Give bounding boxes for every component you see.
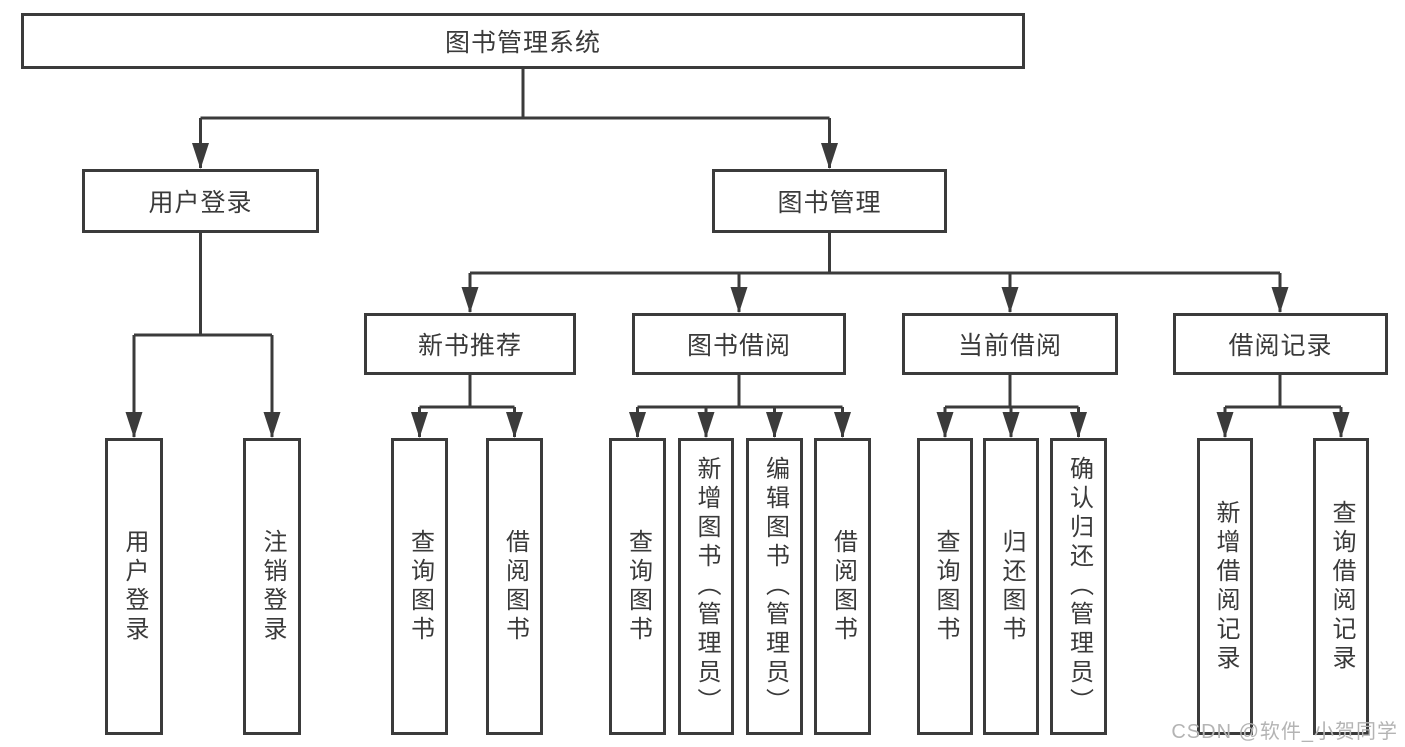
node-current-borrow-label: 当前借阅 [957, 332, 1062, 360]
node-current-query-books: 查询图书 [917, 438, 973, 735]
node-borrow-query-books-label: 查询图书 [624, 528, 652, 645]
node-current-borrow: 当前借阅 [902, 313, 1118, 375]
node-borrow-query-books: 查询图书 [609, 438, 666, 735]
connector-current-borrow-trunk [945, 375, 1079, 409]
node-recommend-borrow-books: 借阅图书 [486, 438, 543, 735]
connector-new-book-recommend-trunk [419, 375, 515, 409]
node-user-login-label: 用户登录 [148, 189, 253, 217]
node-logout-action: 注销登录 [243, 438, 301, 735]
node-root: 图书管理系统 [21, 13, 1025, 69]
node-recommend-query-books-label: 查询图书 [406, 528, 434, 645]
node-current-confirm-return-admin-label: 确认归还（管理员） [1065, 456, 1093, 717]
node-borrow-edit-books-admin: 编辑图书（管理员） [746, 438, 803, 735]
node-current-query-books-label: 查询图书 [932, 528, 959, 645]
node-borrow-edit-books-admin-label: 编辑图书（管理员） [761, 456, 789, 717]
node-recommend-borrow-books-label: 借阅图书 [501, 528, 529, 645]
node-new-book-recommend: 新书推荐 [364, 313, 576, 375]
connector-book-borrow-trunk [637, 375, 843, 409]
node-logout-action-label: 注销登录 [259, 528, 286, 645]
connector-user-login-trunk [134, 233, 272, 337]
node-borrow-records: 借阅记录 [1173, 313, 1388, 375]
node-borrow-borrow-books-label: 借阅图书 [829, 528, 857, 645]
node-book-borrow-label: 图书借阅 [686, 332, 791, 360]
node-new-book-recommend-label: 新书推荐 [417, 332, 522, 360]
connector-book-management-trunk [470, 233, 1280, 275]
node-current-return-books: 归还图书 [983, 438, 1039, 735]
node-book-management: 图书管理 [712, 169, 947, 233]
node-records-query-record-label: 查询借阅记录 [1328, 499, 1355, 674]
csdn-watermark: CSDN @软件_小贺同学 [1171, 721, 1398, 743]
connector-root-trunk [200, 69, 830, 120]
node-borrow-borrow-books: 借阅图书 [814, 438, 871, 735]
node-records-query-record: 查询借阅记录 [1313, 438, 1369, 735]
connector-borrow-records-trunk [1225, 375, 1341, 409]
node-records-add-record: 新增借阅记录 [1197, 438, 1253, 735]
node-borrow-add-books-admin: 新增图书（管理员） [678, 438, 734, 735]
node-root-label: 图书管理系统 [444, 29, 601, 57]
node-records-add-record-label: 新增借阅记录 [1212, 499, 1239, 674]
node-user-login-action-label: 用户登录 [121, 528, 148, 645]
node-current-return-books-label: 归还图书 [998, 528, 1025, 645]
node-borrow-records-label: 借阅记录 [1228, 332, 1333, 360]
node-user-login: 用户登录 [82, 169, 319, 233]
node-user-login-action: 用户登录 [105, 438, 163, 735]
node-current-confirm-return-admin: 确认归还（管理员） [1050, 438, 1107, 735]
node-book-borrow: 图书借阅 [632, 313, 846, 375]
node-recommend-query-books: 查询图书 [391, 438, 448, 735]
node-book-management-label: 图书管理 [777, 189, 882, 217]
node-borrow-add-books-admin-label: 新增图书（管理员） [693, 456, 720, 717]
